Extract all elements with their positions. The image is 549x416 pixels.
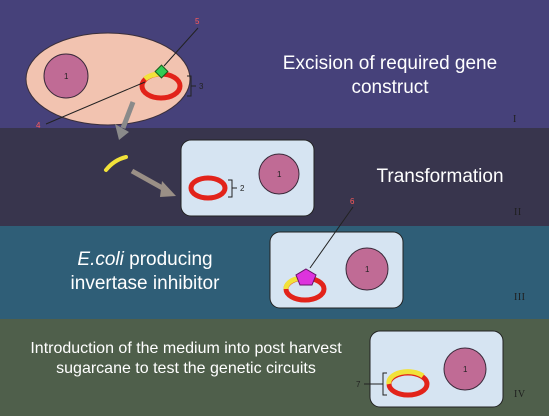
bracket-7 [364, 372, 387, 396]
step-3-caption-italic: E.coli [77, 249, 124, 270]
step-3-caption-rest: producing invertase inhibitor [70, 249, 220, 294]
nucleus-label-4: 1 [463, 365, 468, 374]
plant-nucleus-label: 1 [64, 72, 69, 81]
label-4: 4 [36, 121, 41, 130]
step-2-numeral: II [514, 207, 522, 218]
bacterial-nucleus-3 [345, 247, 389, 291]
step-1-numeral: I [513, 114, 517, 125]
step-4-caption: Introduction of the medium into post har… [30, 340, 342, 377]
step-3-numeral: III [514, 292, 526, 303]
nucleus-label-3: 1 [365, 265, 370, 274]
step-3-caption: E.coli producing invertase inhibitor [40, 248, 250, 296]
nucleus-label-2: 1 [277, 170, 282, 179]
bacterial-nucleus-4 [443, 347, 487, 391]
plasmid-band-2 [188, 175, 228, 201]
label-2: 2 [240, 184, 245, 193]
pink-gene [295, 268, 317, 286]
step-1-caption: Excision of required gene construct [282, 53, 498, 98]
pointer-6 [309, 206, 354, 269]
bacterial-nucleus-2 [258, 153, 300, 195]
label-6: 6 [350, 197, 355, 206]
arrow-down-icon [115, 101, 136, 140]
arrow-right-icon [130, 168, 176, 197]
step-4-numeral: IV [514, 389, 526, 400]
label-5: 5 [195, 17, 200, 26]
bracket-3 [187, 75, 196, 97]
step-2-caption: Transformation [376, 166, 504, 187]
green-gene [154, 64, 169, 79]
bracket-2 [228, 179, 237, 198]
pointer-5 [163, 27, 199, 67]
plant-nucleus [43, 53, 89, 99]
free-insert [104, 155, 128, 172]
label-7: 7 [356, 380, 361, 389]
insert-band-4 [386, 369, 425, 385]
pointer-4 [45, 81, 146, 125]
label-3: 3 [199, 82, 204, 91]
